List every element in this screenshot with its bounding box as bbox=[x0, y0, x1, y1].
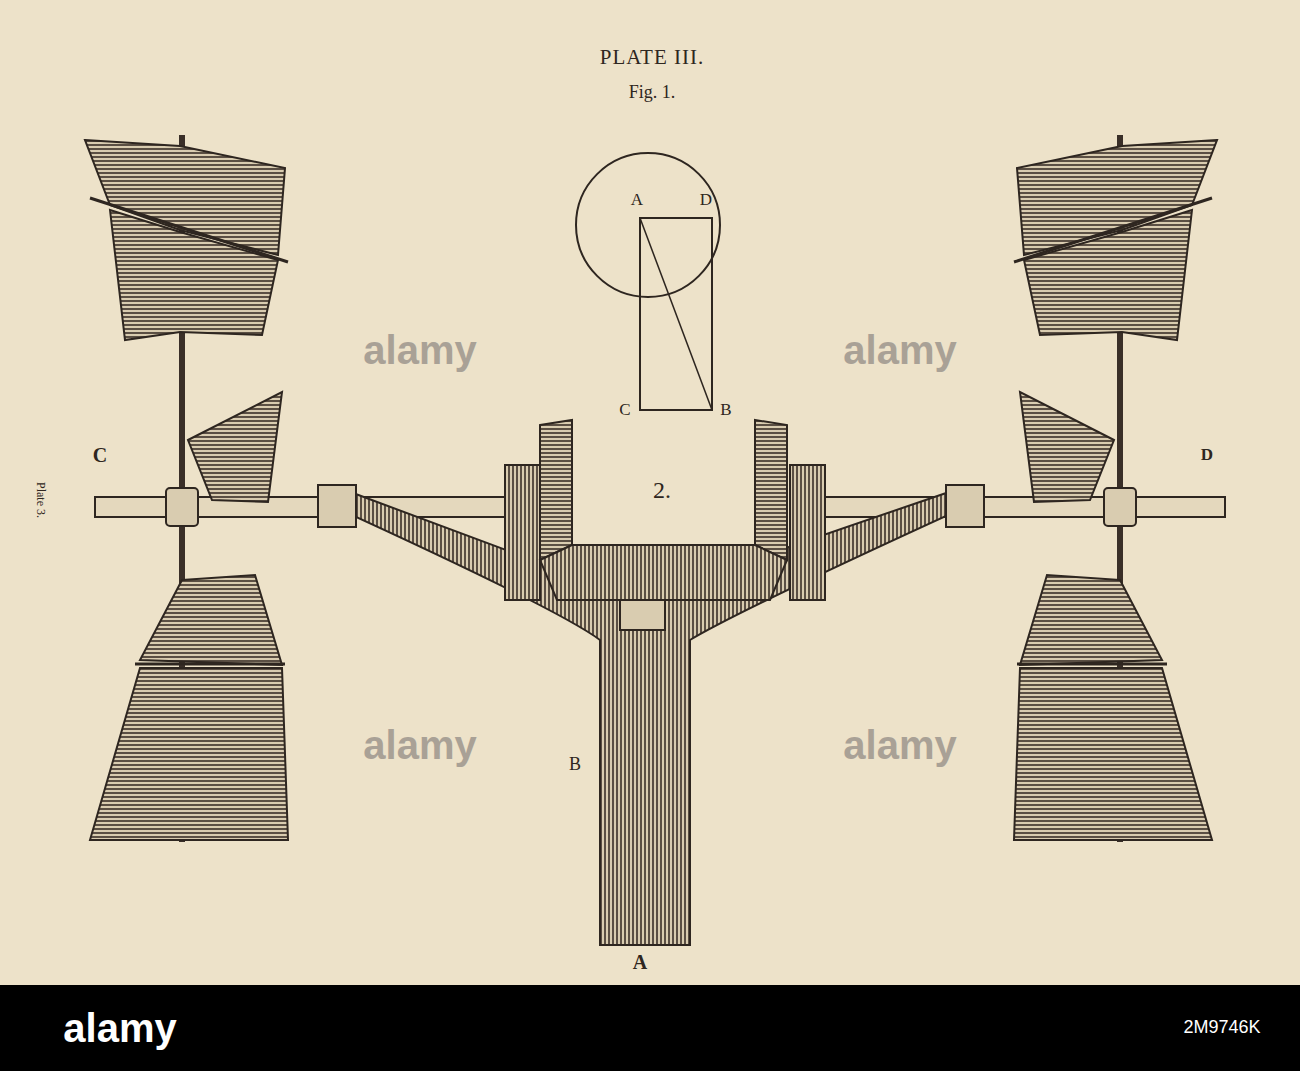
part-letter: D bbox=[1201, 446, 1213, 465]
figure-label: Fig. 1. bbox=[629, 83, 676, 103]
point-letter: C bbox=[619, 401, 630, 420]
footer-bar bbox=[0, 985, 1300, 1071]
watermark: alamy bbox=[843, 723, 956, 767]
part-letter: A bbox=[633, 951, 647, 973]
footer-logo: alamy bbox=[63, 1006, 176, 1050]
part-letter: C bbox=[93, 444, 107, 466]
image-id: 2M9746K bbox=[1183, 1018, 1260, 1038]
margin-note: Plate 3. bbox=[33, 482, 46, 518]
point-letter: D bbox=[700, 191, 712, 210]
figure-number: 2. bbox=[653, 477, 671, 503]
plate-title: PLATE III. bbox=[600, 46, 704, 69]
part-letter: B bbox=[569, 755, 581, 775]
watermark: alamy bbox=[363, 723, 476, 767]
watermark: alamy bbox=[843, 328, 956, 372]
point-letter: B bbox=[720, 401, 731, 420]
watermark: alamy bbox=[363, 328, 476, 372]
point-letter: A bbox=[631, 191, 643, 210]
